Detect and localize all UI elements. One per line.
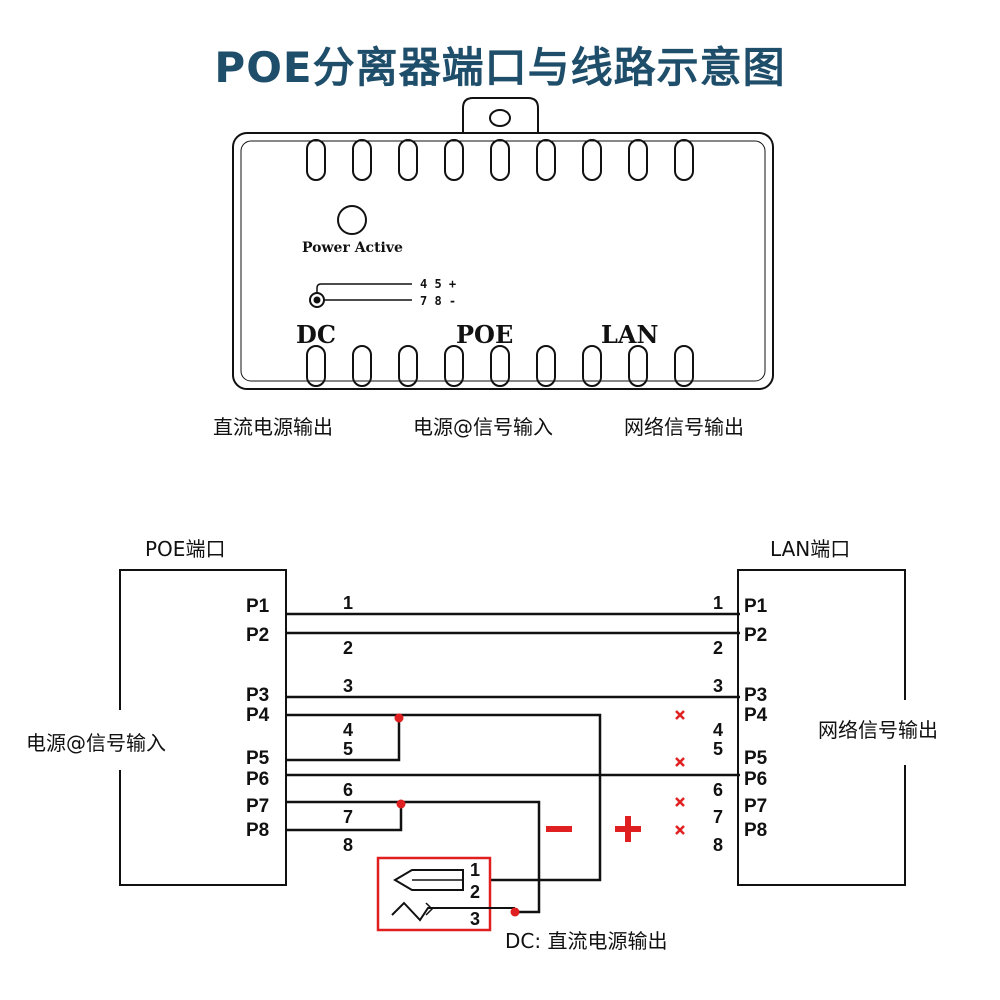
dc-jack-switch [391, 901, 515, 922]
bottom-vents [306, 345, 694, 387]
poe-pin-2: P2 [246, 625, 269, 646]
mounting-tab [462, 97, 539, 133]
poe-splitter-device [232, 97, 774, 390]
jack-pin-1: 1 [470, 860, 480, 880]
lan-pin-8: P8 [744, 820, 767, 841]
pin-top-label: 4 5 + [420, 277, 456, 291]
lan-pin-2: P2 [744, 625, 767, 646]
junction-dot [394, 713, 404, 723]
poe-pin-3: P3 [246, 685, 269, 706]
wire-num-5: 5 [343, 739, 353, 759]
power-active-label: Power Active [302, 240, 403, 256]
wire-5 [286, 719, 401, 762]
dc-jack [376, 856, 520, 932]
dc-caption: DC: 直流电源输出 [505, 929, 667, 953]
wire-num-3: 3 [343, 676, 353, 696]
page-title: POE分离器端口与线路示意图 [214, 43, 786, 92]
dc-jack-box [376, 856, 492, 932]
poe-pin-1: P1 [246, 596, 270, 617]
lan-port-box [737, 569, 906, 886]
cut-marks [675, 710, 685, 835]
caption-lan-output: 网络信号输出 [624, 415, 744, 439]
junction-dot [396, 799, 406, 809]
port-boxes [119, 569, 906, 886]
caption-dc-output: 直流电源输出 [213, 415, 333, 439]
wire-num-3-right: 3 [713, 676, 723, 696]
caption-poe-input: 电源@信号输入 [413, 415, 553, 439]
cut-mark-8 [675, 825, 685, 835]
lan-pin-1: P1 [744, 596, 768, 617]
power-led [337, 205, 367, 235]
wire-num-2: 2 [343, 638, 353, 658]
poe-pin-5: P5 [246, 748, 270, 769]
mounting-hole [489, 109, 511, 127]
lan-label: LAN [601, 320, 658, 349]
poe-pin-6: P6 [246, 769, 269, 790]
cut-mark-4 [675, 710, 685, 720]
dc-label: DC [296, 320, 336, 349]
wire-num-4-right: 4 [713, 720, 723, 740]
wire-num-7: 7 [343, 807, 353, 827]
wire-num-5-right: 5 [713, 739, 723, 759]
wire-7-minus [286, 800, 541, 914]
lan-side-label: 网络信号输出 [818, 718, 938, 742]
lan-pin-7: P7 [744, 796, 767, 817]
junction-dot [510, 907, 520, 917]
pin-bottom-label: 7 8 - [420, 294, 456, 308]
wire-numbers: 1 2 3 4 5 6 7 8 1 2 3 4 5 6 7 8 [343, 593, 723, 855]
minus-sign [546, 826, 572, 832]
wire-num-8: 8 [343, 835, 353, 855]
top-vents [306, 139, 694, 181]
cut-mark-5 [675, 757, 685, 767]
wire-num-7-right: 7 [713, 807, 723, 827]
wire-4-plus [286, 713, 602, 882]
plus-sign [615, 816, 641, 842]
wires [286, 612, 740, 914]
poe-side-label: 电源@信号输入 [26, 731, 166, 755]
jack-pin-2: 2 [470, 882, 480, 902]
poe-port-box [119, 569, 287, 886]
wire-num-6-right: 6 [713, 780, 723, 800]
poe-pin-7: P7 [246, 796, 269, 817]
lan-port-label: LAN端口 [770, 537, 850, 561]
wire-num-8-right: 8 [713, 835, 723, 855]
lan-pins: P1 P2 P3 P4 P5 P6 P7 P8 [744, 596, 768, 841]
wire-num-2-right: 2 [713, 638, 723, 658]
wire-8 [286, 806, 403, 832]
lan-pin-6: P6 [744, 769, 767, 790]
poe-pins: P1 P2 P3 P4 P5 P6 P7 P8 [246, 596, 270, 841]
wire-num-4: 4 [343, 720, 353, 740]
cut-mark-7 [675, 797, 685, 807]
wire-num-1: 1 [343, 593, 353, 613]
lan-pin-4: P4 [744, 705, 768, 726]
wire-num-6: 6 [343, 780, 353, 800]
poe-pin-4: P4 [246, 705, 270, 726]
jack-pin-3: 3 [470, 909, 480, 929]
device-body [232, 132, 774, 390]
poe-port-label: POE端口 [145, 537, 225, 561]
lan-pin-3: P3 [744, 685, 767, 706]
poe-pin-8: P8 [246, 820, 269, 841]
poe-label: POE [456, 320, 513, 349]
wire-num-1-right: 1 [713, 593, 723, 613]
lan-pin-5: P5 [744, 748, 768, 769]
